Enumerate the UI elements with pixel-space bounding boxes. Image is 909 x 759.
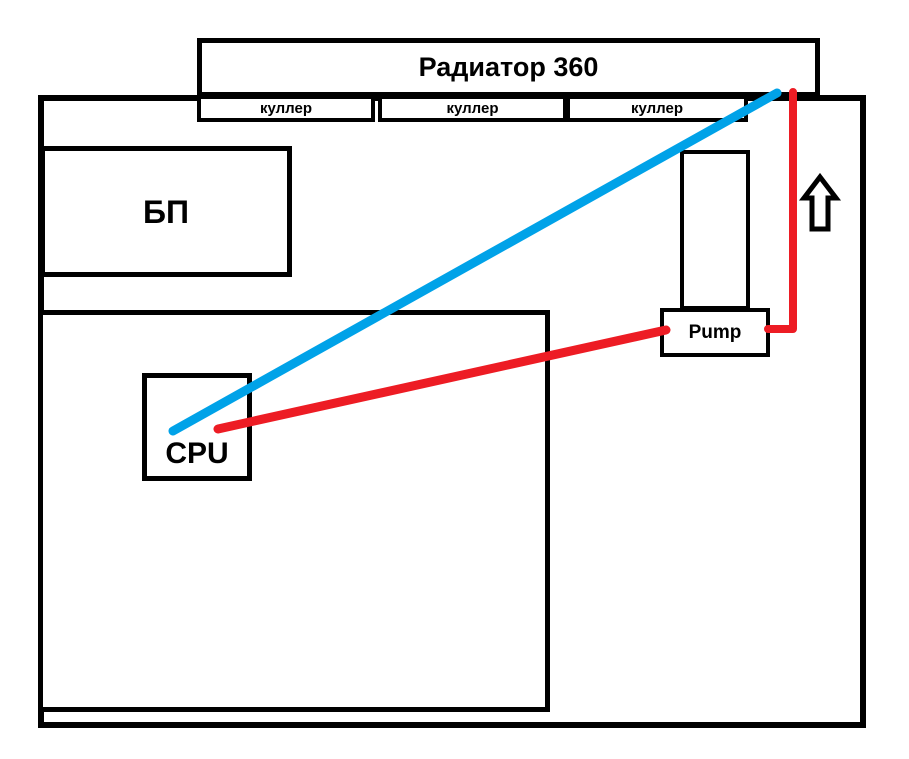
fan-box-1: куллер <box>197 95 375 122</box>
fan-label-1: куллер <box>259 100 313 117</box>
motherboard-box <box>38 310 550 712</box>
radiator-box: Радиатор 360 <box>197 38 820 97</box>
pump-label: Pump <box>688 322 742 343</box>
cpu-label: CPU <box>165 437 229 470</box>
fan-box-3: куллер <box>566 95 748 122</box>
reservoir-box <box>680 150 750 310</box>
psu-label: БП <box>143 193 189 230</box>
pump-box: Pump <box>660 308 770 357</box>
fan-box-2: куллер <box>378 95 567 122</box>
cpu-box: CPU <box>142 373 252 481</box>
psu-box: БП <box>40 146 292 277</box>
radiator-label: Радиатор 360 <box>418 52 599 82</box>
fan-label-2: куллер <box>446 100 499 117</box>
fan-label-3: куллер <box>630 100 684 117</box>
